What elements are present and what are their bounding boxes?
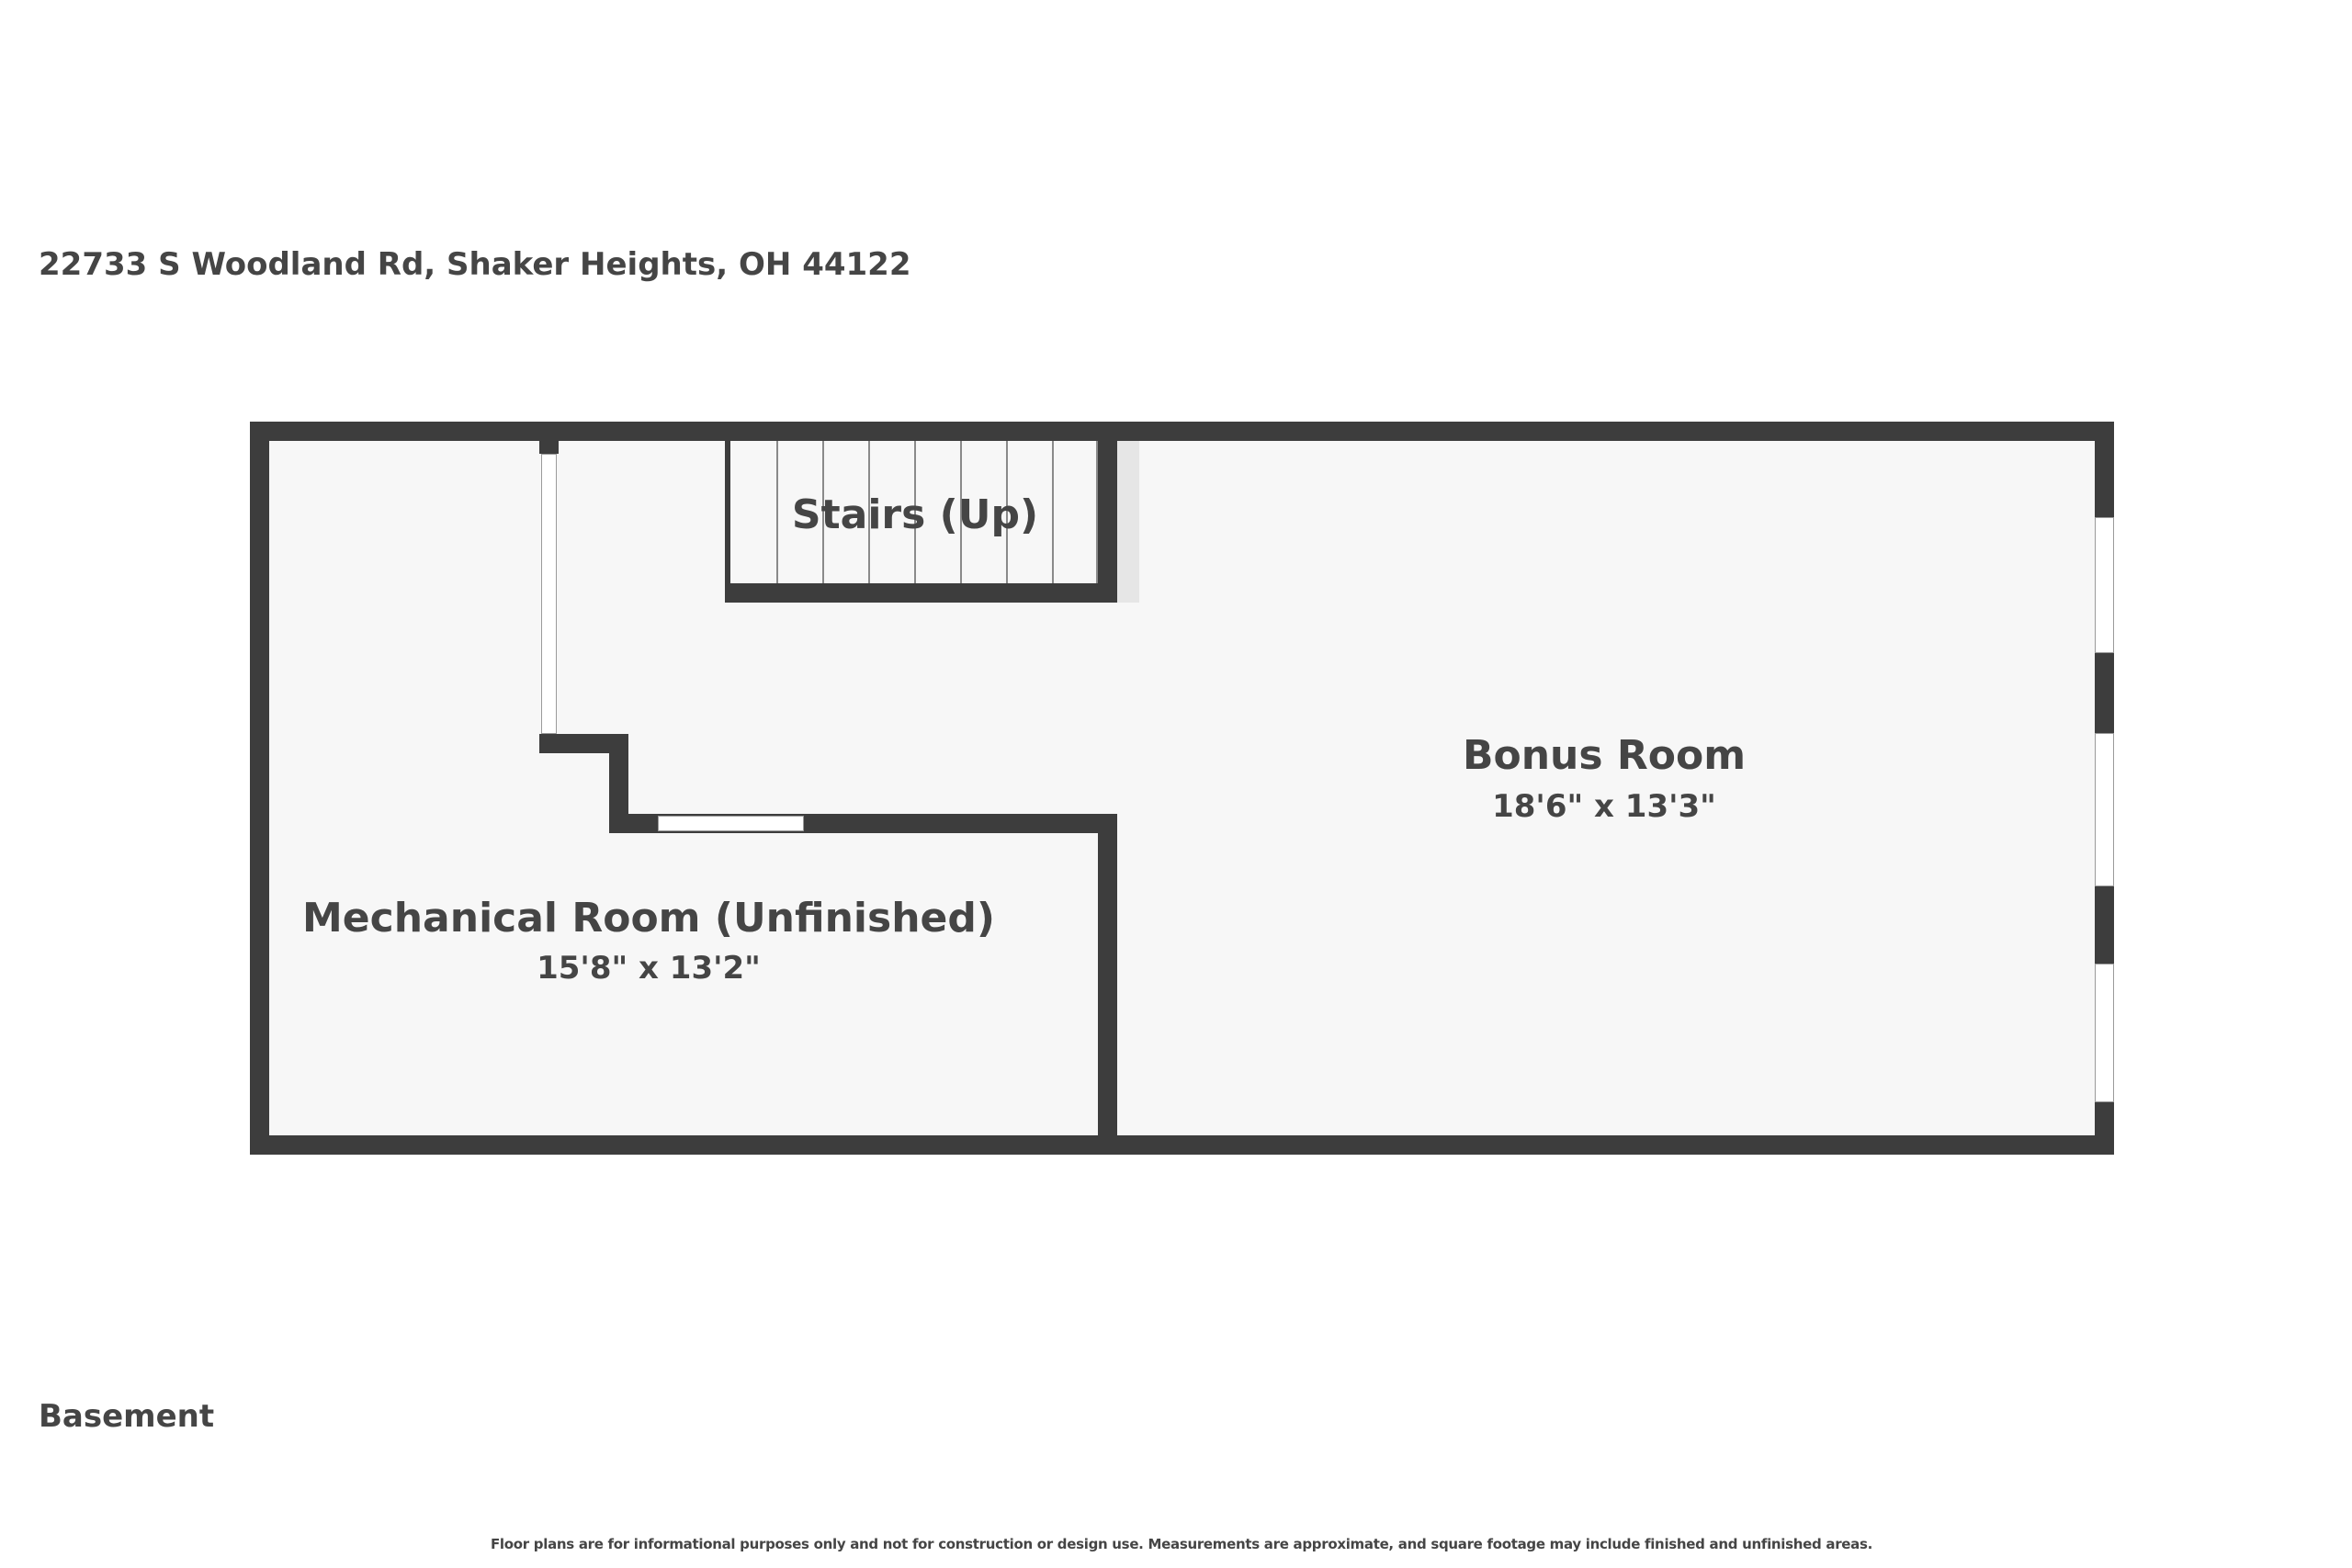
- stair-bottom-wall: [725, 583, 1117, 603]
- stair-tread: [914, 441, 916, 583]
- stair-tread: [822, 441, 824, 583]
- disclaimer: Floor plans are for informational purpos…: [490, 1536, 1873, 1552]
- interior-wall-stub: [539, 441, 559, 454]
- outer-wall-left: [250, 422, 269, 1155]
- window: [2095, 964, 2114, 1102]
- window: [2095, 517, 2114, 653]
- doorway-vertical: [541, 454, 557, 734]
- floor-area: [250, 422, 2114, 1155]
- room-dimensions-mechanical-room: 15'8" x 13'2": [537, 950, 761, 987]
- stair-tread: [868, 441, 870, 583]
- room-dimensions-bonus-room: 18'6" x 13'3": [1492, 788, 1716, 825]
- stair-tread: [1052, 441, 1054, 583]
- interior-wall-step-h: [539, 734, 628, 753]
- doorway-horizontal: [658, 816, 804, 831]
- interior-wall-divider: [1098, 814, 1117, 1155]
- outer-wall-top: [250, 422, 2114, 441]
- stair-edge: [1117, 441, 1139, 603]
- stair-tread: [960, 441, 962, 583]
- stair-tread: [776, 441, 778, 583]
- interior-wall-step-v: [609, 734, 628, 833]
- address: 22733 S Woodland Rd, Shaker Heights, OH …: [39, 246, 911, 283]
- room-label-mechanical-room: Mechanical Room (Unfinished): [302, 895, 995, 942]
- room-label-stairs: Stairs (Up): [791, 491, 1039, 538]
- stair-left-line: [725, 441, 730, 603]
- floor-label: Basement: [39, 1398, 215, 1435]
- window: [2095, 733, 2114, 886]
- outer-wall-bottom: [250, 1135, 2114, 1155]
- stair-tread: [1006, 441, 1008, 583]
- stair-right-wall: [1098, 422, 1117, 603]
- stair-tread: [1096, 441, 1098, 583]
- room-label-bonus-room: Bonus Room: [1462, 732, 1747, 779]
